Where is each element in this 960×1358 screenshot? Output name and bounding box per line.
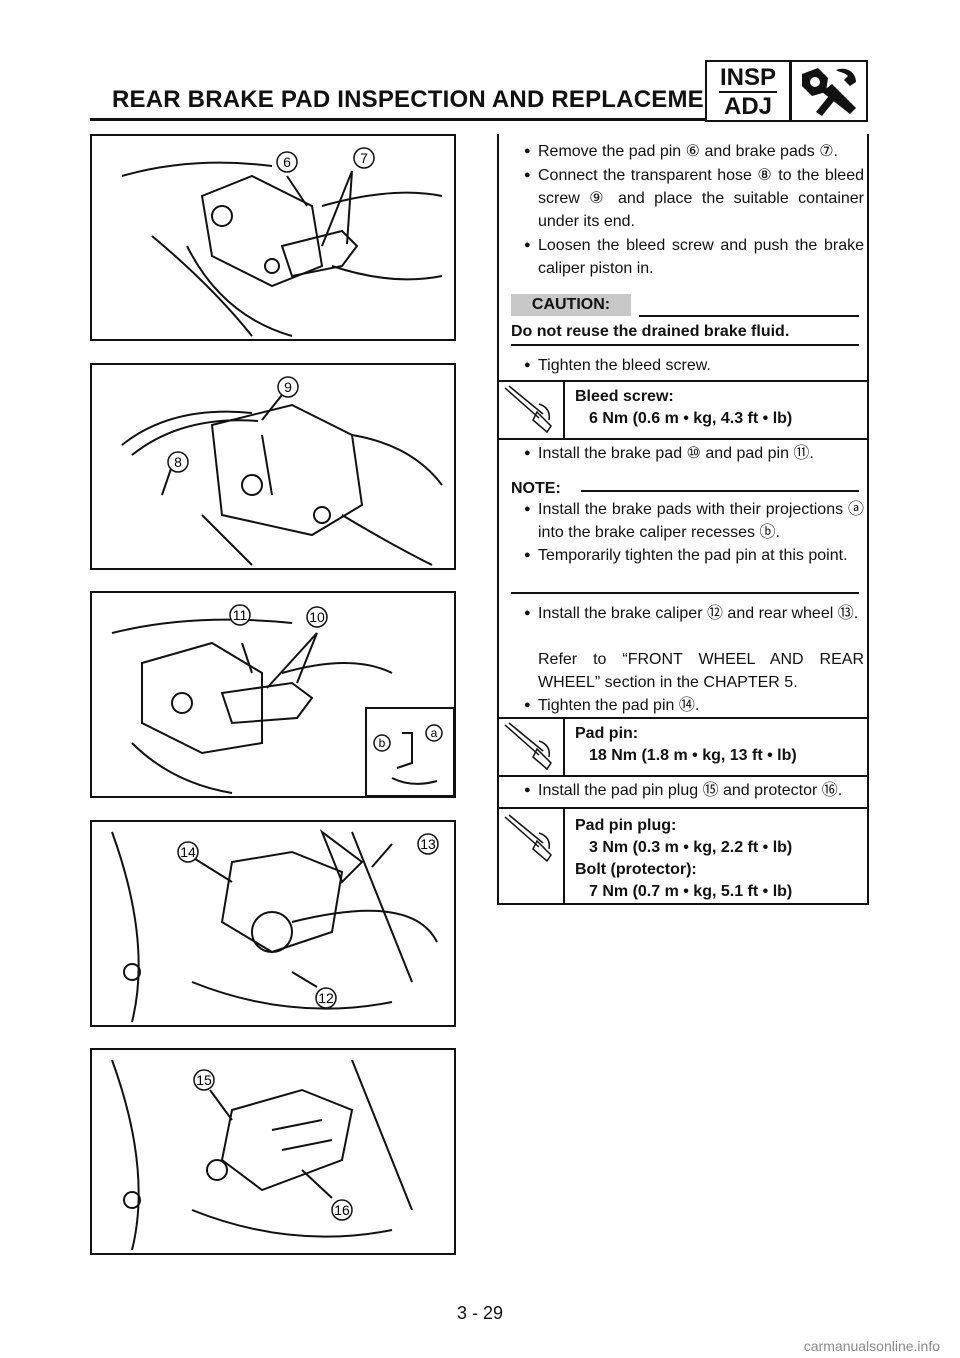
- callout-14: 14: [180, 844, 196, 860]
- spec-plug-protector: Pad pin plug: 3 Nm (0.3 m • kg, 2.2 ft •…: [575, 817, 793, 900]
- spec-bottom-rule: [499, 438, 867, 440]
- figure-install-caliper: 14 13 12: [90, 820, 456, 1027]
- bullet-icon: ●: [524, 607, 531, 619]
- callout-11: 11: [233, 607, 248, 623]
- callout-16: 16: [334, 1202, 350, 1218]
- callout-6: 6: [283, 154, 291, 170]
- spec-top-rule: [499, 380, 867, 382]
- torque-wrench-icon: [499, 719, 565, 775]
- bullet-icon: ●: [524, 447, 531, 459]
- wrench-icon: [790, 60, 868, 122]
- step-install-caliper: ● Install the brake caliper ⑫ and rear w…: [524, 602, 864, 625]
- header-rule: [90, 118, 868, 121]
- caution-rule: [639, 315, 859, 317]
- step-tighten-bleed: ● Tighten the bleed screw.: [524, 354, 864, 377]
- callout-15: 15: [196, 1072, 212, 1088]
- callout-8: 8: [174, 454, 182, 470]
- figure-bleed-hose: 9 8: [90, 363, 456, 570]
- figure-install-protector: 15 16: [90, 1048, 456, 1255]
- page-title: REAR BRAKE PAD INSPECTION AND REPLACEMEN…: [112, 86, 737, 113]
- bullet-icon: ●: [524, 145, 531, 157]
- callout-13: 13: [420, 836, 436, 852]
- callout-12: 12: [318, 990, 334, 1006]
- note-end-rule: [511, 592, 859, 594]
- step-remove-pads: ● Remove the pad pin ⑥ and brake pads ⑦.: [524, 140, 864, 163]
- spec-top-rule: [499, 717, 867, 719]
- step-install-pad: ● Install the brake pad ⑩ and pad pin ⑪.: [524, 442, 864, 465]
- torque-wrench-icon: [499, 382, 565, 438]
- spec-pad-pin: Pad pin: 18 Nm (1.8 m • kg, 13 ft • lb): [575, 725, 797, 764]
- caution-end-rule: [511, 344, 859, 346]
- step-install-plug: ● Install the pad pin plug ⑮ and protect…: [524, 779, 864, 802]
- badge-top-text: INSP: [719, 64, 776, 91]
- bullet-icon: ●: [524, 359, 531, 371]
- bullet-icon: ●: [524, 549, 531, 561]
- callout-b: b: [379, 736, 386, 750]
- spec-bleed-screw: Bleed screw: 6 Nm (0.6 m • kg, 4.3 ft • …: [575, 388, 793, 427]
- bullet-icon: ●: [524, 239, 531, 251]
- note-projections: ● Install the brake pads with their proj…: [524, 498, 864, 544]
- note-temporary-tighten: ● Temporarily tighten the pad pin at thi…: [524, 544, 864, 567]
- step-tighten-pad-pin: ● Tighten the pad pin ⑭.: [524, 694, 864, 717]
- figure-install-pads: 11 10 a b: [90, 591, 456, 798]
- badge-bottom-text: ADJ: [723, 93, 772, 120]
- bullet-icon: ●: [524, 699, 531, 711]
- page-number: 3 - 29: [456, 1303, 504, 1323]
- callout-a: a: [431, 726, 438, 740]
- section-badge: INSP ADJ: [705, 60, 791, 122]
- callout-9: 9: [284, 379, 292, 395]
- caution-label: CAUTION:: [511, 294, 631, 316]
- note-label: NOTE:: [511, 480, 561, 497]
- bullet-icon: ●: [524, 784, 531, 796]
- step-loosen-bleed: ● Loosen the bleed screw and push the br…: [524, 234, 864, 280]
- spec-top-rule: [499, 807, 867, 809]
- badge-divider: [719, 91, 777, 93]
- note-rule: [581, 490, 859, 492]
- instruction-column: ● Remove the pad pin ⑥ and brake pads ⑦.…: [497, 134, 869, 905]
- step-connect-hose: ● Connect the transparent hose ⑧ to the …: [524, 164, 864, 233]
- bullet-icon: ●: [524, 169, 531, 181]
- callout-7: 7: [360, 150, 368, 166]
- callout-10: 10: [309, 609, 325, 625]
- bullet-icon: ●: [524, 503, 531, 515]
- caution-text: Do not reuse the drained brake fluid.: [511, 323, 790, 340]
- watermark: carmanualsonline.info: [803, 1338, 940, 1354]
- figure-remove-pads: 6 7: [90, 134, 456, 341]
- spec-bottom-rule: [499, 775, 867, 777]
- step-refer-chapter: Refer to “FRONT WHEEL AND REAR WHEEL” se…: [538, 651, 864, 691]
- torque-wrench-icon: [499, 809, 565, 903]
